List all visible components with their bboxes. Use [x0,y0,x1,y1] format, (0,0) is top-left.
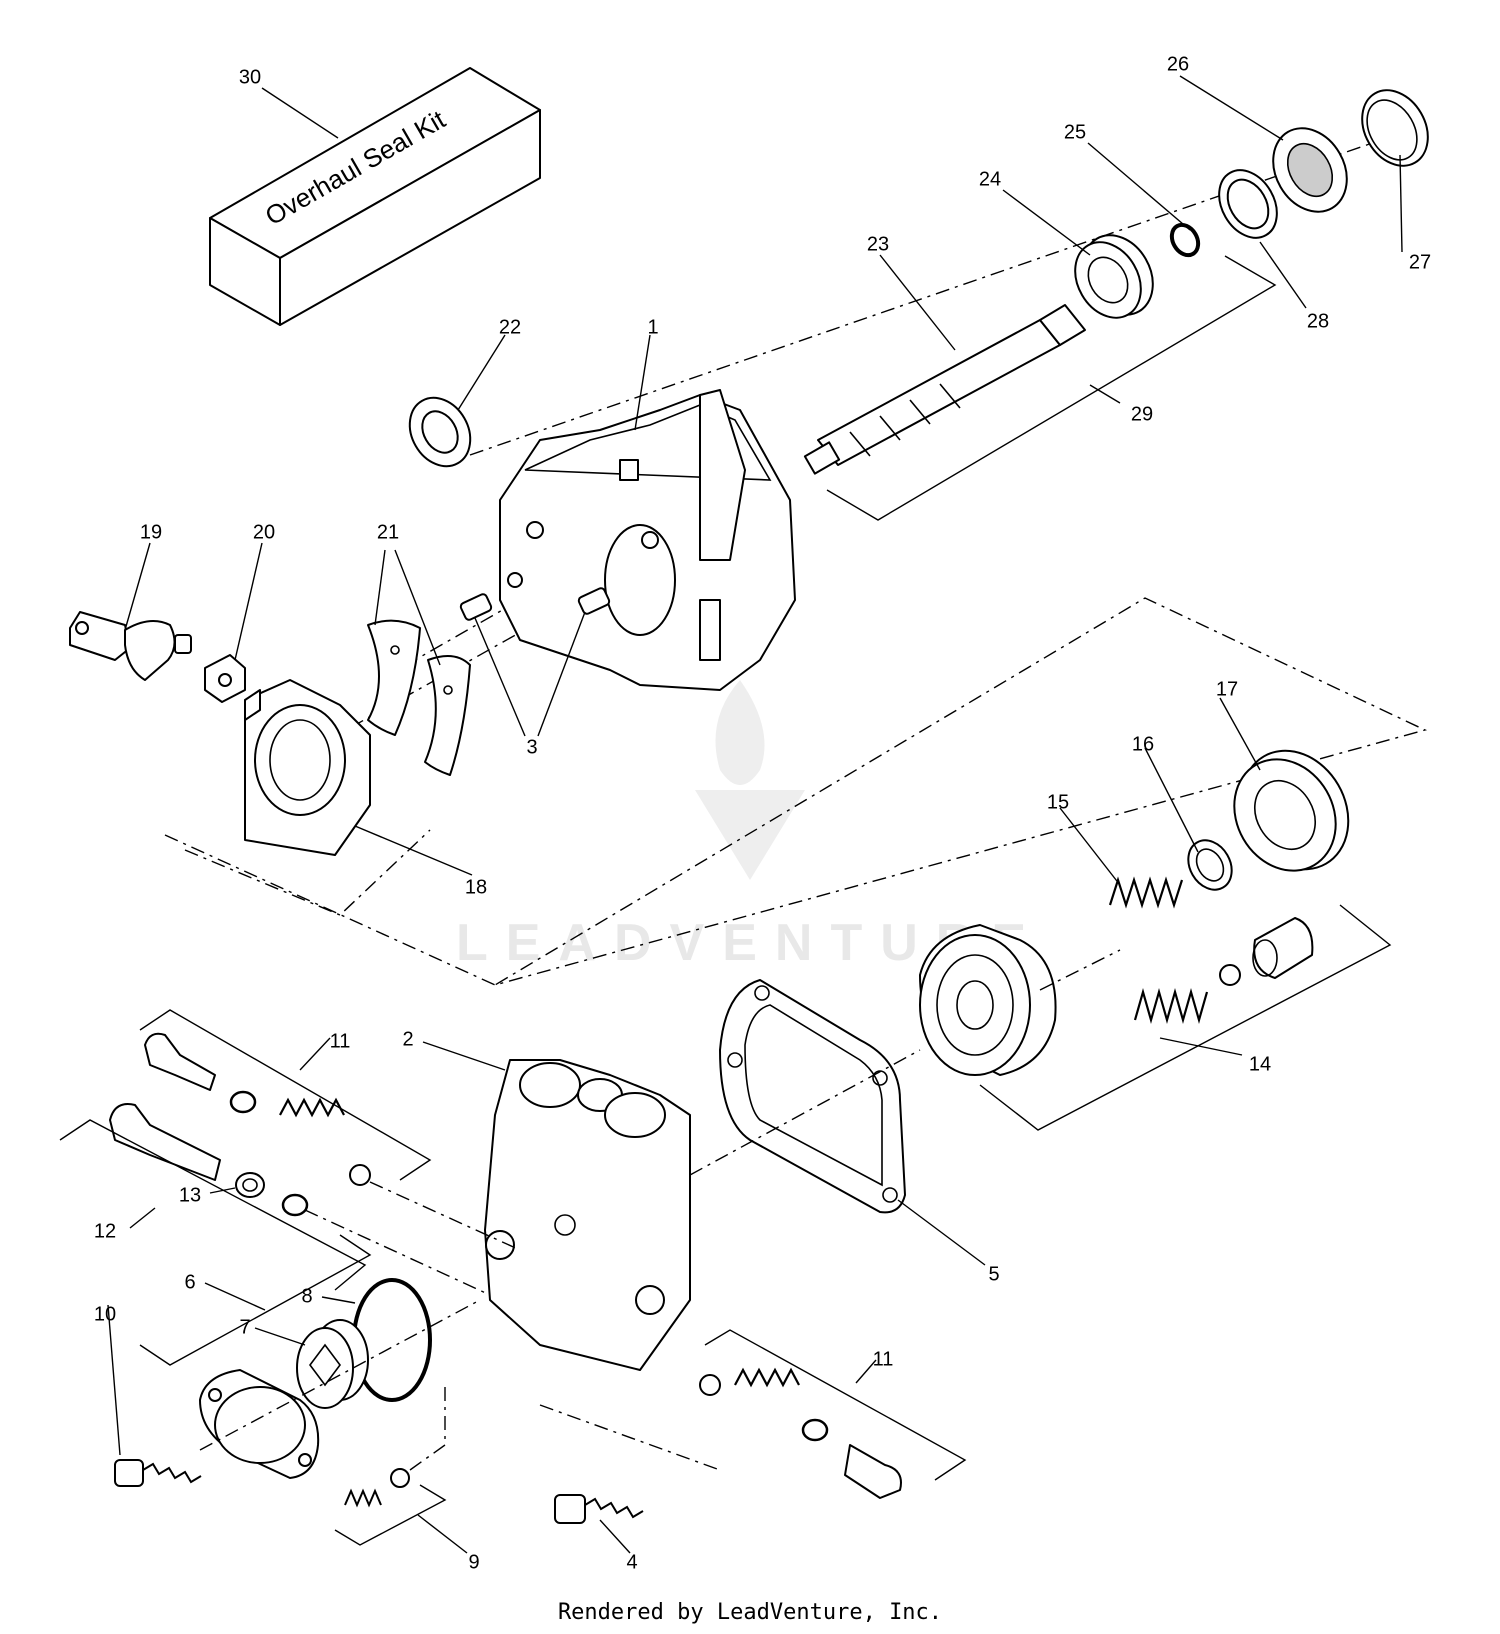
callout-15: 15 [1047,791,1069,813]
callout-3: 3 [526,736,537,758]
callout-19: 19 [140,521,162,543]
swashplate-part [244,679,371,856]
callout-7: 7 [239,1316,250,1338]
callout-29: 29 [1131,403,1153,425]
thrust-bearings-part [367,619,471,776]
overhaul-seal-kit-box: Overhaul Seal Kit [209,67,541,326]
cylinder-block-part [919,924,1057,1076]
callout-26: 26 [1167,53,1189,75]
check-valve-bracket [334,1484,447,1546]
shaft-axis-line [469,129,1411,456]
trunnion-axis-line [274,609,561,771]
callout-5: 5 [988,1263,999,1285]
mounting-screw-part [554,1494,644,1524]
pin-axis-line [379,599,521,681]
housing-part [499,389,796,691]
callout-28: 28 [1307,310,1329,332]
callout-14: 14 [1249,1053,1271,1075]
callout-16: 16 [1132,733,1154,755]
callout-11-bottom: 11 [873,1348,894,1370]
callout-4: 4 [626,1551,637,1573]
snap-ring-part [1361,89,1429,167]
callout-21: 21 [377,521,399,543]
callout-9: 9 [468,1551,479,1573]
gasket-part [719,979,906,1214]
callout-30: 30 [239,66,261,88]
callout-8: 8 [301,1285,312,1307]
callout-1: 1 [647,316,658,338]
callout-17: 17 [1216,678,1238,700]
callout-22: 22 [499,316,521,338]
relief-valve-bottom-parts [699,1367,902,1499]
relief-valve-top-parts [144,1032,371,1186]
callout-20: 20 [253,521,275,543]
bypass-valve-parts [109,1103,309,1217]
relief-valve-top-bracket [139,1009,432,1181]
cylinder-kit-bracket [979,904,1392,1131]
pump-group-dash-enclosure [164,597,1428,986]
cover-screw-part [114,1459,202,1487]
callout-10: 10 [94,1303,116,1325]
footer-credit: Rendered by LeadVenture, Inc. [557,1600,943,1625]
check-valve-parts [344,1468,410,1508]
callout-12: 12 [94,1220,116,1242]
spring-part [1108,876,1184,909]
callout-24: 24 [979,168,1001,190]
callout-11-top: 11 [330,1030,351,1052]
callout-6: 6 [184,1271,195,1293]
oil-seal-part [1272,127,1348,213]
callout-labels: 30 26 25 24 23 27 28 29 1 22 19 20 21 3 … [94,53,1431,1573]
washer-part [1218,169,1278,239]
charge-pump-bracket [139,1234,372,1366]
dowel-pins-part [459,587,611,621]
input-shaft-part [803,304,1086,475]
callout-2: 2 [402,1028,413,1050]
leader-lines [107,75,1403,1554]
callout-13: 13 [179,1184,201,1206]
bearing-part [1074,234,1154,319]
relief-valve-bottom-bracket [704,1329,967,1481]
charge-relief-parts [1133,917,1314,1025]
thrust-washer-part [1187,839,1233,891]
callout-25: 25 [1064,121,1086,143]
callout-18: 18 [465,876,487,898]
shaft-seal-part [408,396,472,468]
callout-23: 23 [867,233,889,255]
shaft-kit-bracket [826,255,1277,521]
square-block-part [204,654,246,703]
gerotor-part [296,1319,369,1409]
control-arm-part [69,611,192,681]
bypass-valve-bracket [59,1119,367,1291]
retaining-ring-part [1169,222,1201,258]
callout-27: 27 [1409,251,1431,273]
leadventure-watermark: LEADVENTURE [456,680,1026,972]
center-section-part [484,1059,691,1371]
needle-bearing-part [1233,749,1350,872]
